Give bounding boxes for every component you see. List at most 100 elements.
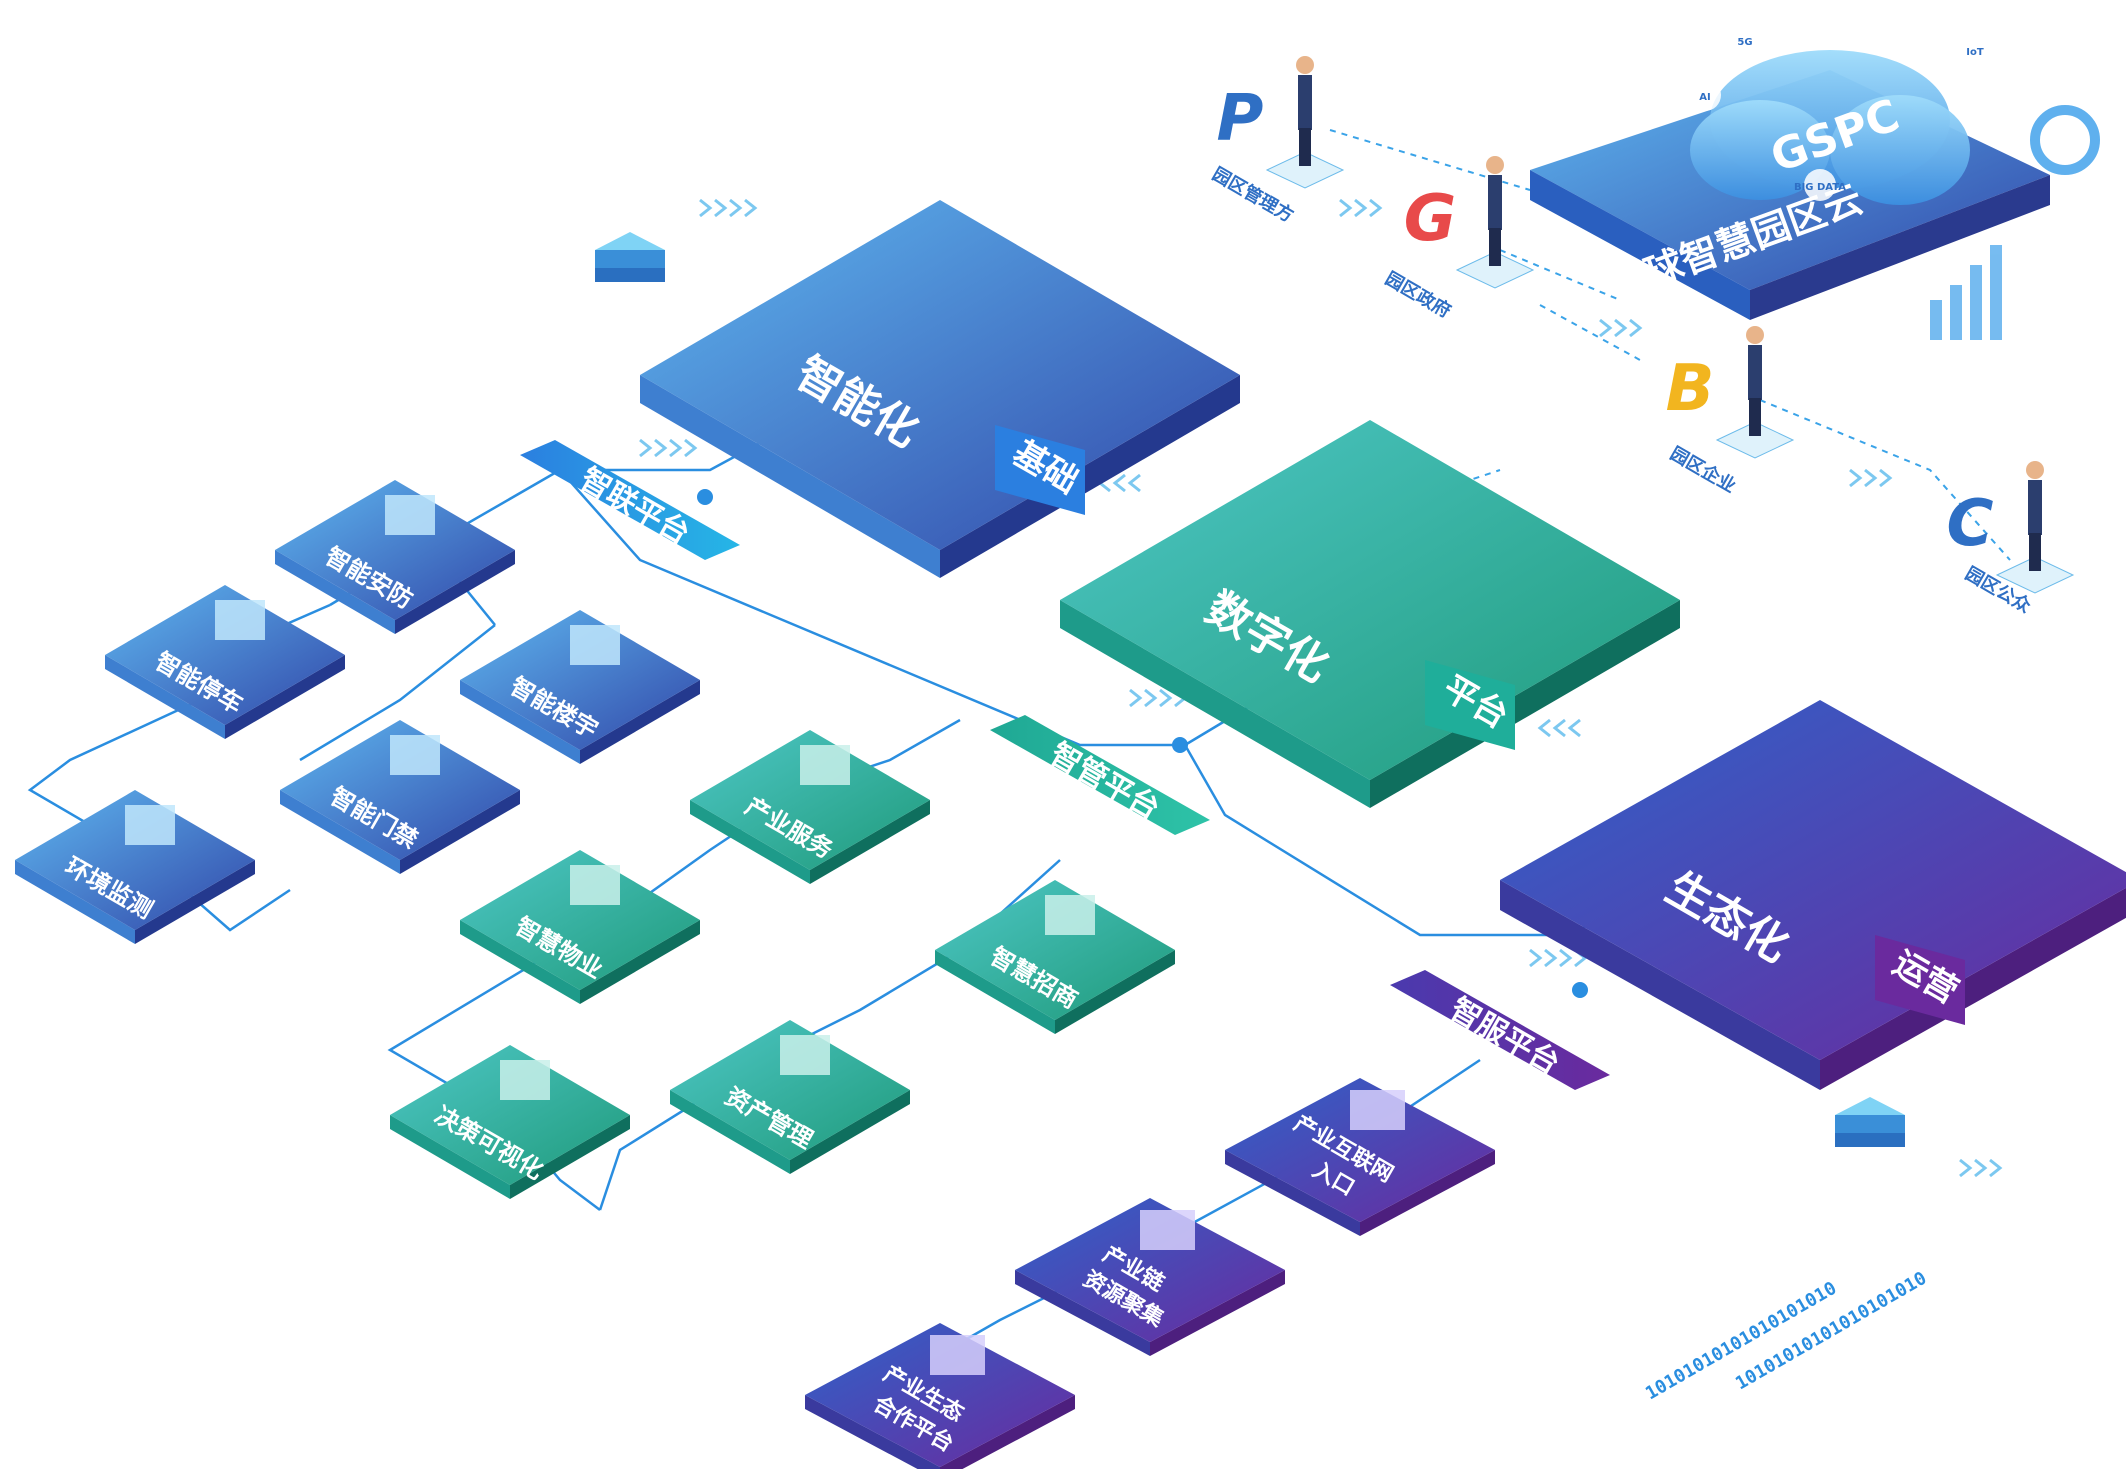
service-tile-2-icon (930, 1335, 985, 1375)
platform-1: 智管平台 (990, 715, 1210, 835)
left-tile-2 (460, 610, 700, 764)
cloud-tag-2: IoT (1966, 47, 1984, 58)
mid-tile-0-top (690, 730, 930, 870)
left-tile-0-left (275, 550, 395, 634)
donut-icon (2030, 105, 2100, 175)
mid-tile-3-right (510, 1115, 630, 1199)
left-tile-4-left (280, 790, 400, 874)
server-icon (1835, 1097, 1905, 1147)
role-pedestal (1265, 151, 1345, 189)
main-tile-intelligent (640, 200, 1240, 578)
service-tile-2-right (940, 1395, 1075, 1473)
left-tile-1-right (225, 655, 345, 739)
service-tile-0-top (1225, 1078, 1495, 1222)
mid-tile-4 (670, 1020, 910, 1174)
cloud-tags: 5G AI IoT BIG DATA (1689, 24, 1991, 201)
role-person-body (1298, 75, 1312, 130)
mid-tile-2 (935, 880, 1175, 1034)
mid-tile-2-top (935, 880, 1175, 1020)
role-person-legs (1749, 398, 1761, 436)
main-tile-ecosystem-right (1820, 887, 2126, 1090)
role-person-body (1488, 175, 1502, 230)
cloud-tag-dot (1689, 79, 1721, 111)
left-tile-3-top (15, 790, 255, 930)
role-1-letter: G (1404, 182, 1457, 256)
service-tile-0-left (1225, 1150, 1360, 1236)
main-tile-intelligent-right (940, 375, 1240, 578)
cloud-tag-dot (1959, 34, 1991, 66)
mid-tile-0-right (810, 800, 930, 884)
role-person-head (1746, 326, 1764, 344)
service-tile-0 (1225, 1078, 1495, 1236)
mid-tile-3-icon (500, 1060, 550, 1100)
left-tile-3-right (135, 860, 255, 944)
platform-1-label: 智管平台 (1044, 737, 1165, 827)
role-pedestal (1715, 421, 1795, 459)
platform-plate (520, 440, 740, 560)
service-tile-2-left (805, 1395, 940, 1473)
service-tile-2-top (805, 1323, 1075, 1467)
mid-tile-3-left (390, 1115, 510, 1199)
mid-tile-1-top (460, 850, 700, 990)
small-tiles: 智能安防智能停车智能楼宇环境监测智能门禁产业服务智慧物业智慧招商决策可视化资产管… (15, 480, 1175, 1199)
left-tile-0-icon (385, 495, 435, 535)
mid-tile-2-right (1055, 950, 1175, 1034)
role-pedestal (1995, 556, 2075, 594)
left-tile-1-left (105, 655, 225, 739)
service-tile-1-right (1150, 1270, 1285, 1356)
main-tile-digital-right (1370, 600, 1680, 808)
cloud-tag-dot (1729, 24, 1761, 56)
role-person-head (1486, 156, 1504, 174)
mid-tile-0 (690, 730, 930, 884)
main-tile-ecosystem-left (1500, 880, 1820, 1090)
role-person-legs (1489, 228, 1501, 266)
service-tile-1-top (1015, 1198, 1285, 1342)
service-tile-1-left (1015, 1270, 1150, 1356)
platform-2-label: 智服平台 (1444, 992, 1565, 1082)
mid-tile-3 (390, 1045, 630, 1199)
left-tile-4-icon (390, 735, 440, 775)
tag-box (1425, 660, 1515, 750)
main-tile-digital (1060, 420, 1680, 808)
left-tile-4-top (280, 720, 520, 860)
role-1-label: 园区政府 (1381, 267, 1454, 322)
cloud-tag-dot (1804, 169, 1836, 201)
left-tile-4-right (400, 790, 520, 874)
tag-box (995, 425, 1085, 515)
mid-tile-4-top (670, 1020, 910, 1160)
service-tile-1 (1015, 1198, 1285, 1356)
cloud-tag-3: BIG DATA (1794, 182, 1846, 193)
left-tile-0 (275, 480, 515, 634)
cloud-tag-0: 5G (1737, 37, 1752, 48)
cloud-bar-icon (1930, 245, 2002, 340)
mid-tile-1 (460, 850, 700, 1004)
service-tile-0-icon (1350, 1090, 1405, 1130)
role-1: G 园区政府 (1381, 156, 1535, 322)
left-tile-3-icon (125, 805, 175, 845)
platform-plate (1390, 970, 1610, 1090)
left-tile-0-right (395, 550, 515, 634)
mid-tile-0-left (690, 800, 810, 884)
mid-tile-1-icon (570, 865, 620, 905)
mid-tile-3-top (390, 1045, 630, 1185)
left-tile-1 (105, 585, 345, 739)
cloud-tag-1: AI (1699, 92, 1710, 103)
role-0-letter: P (1217, 82, 1264, 156)
role-2-letter: B (1666, 352, 1715, 426)
left-tile-1-top (105, 585, 345, 725)
main-tile-intelligent-top (640, 200, 1240, 550)
role-2-label: 园区企业 (1666, 442, 1739, 497)
server-icon (595, 232, 665, 282)
mid-tile-1-left (460, 920, 580, 1004)
main-tile-digital-top (1060, 420, 1680, 780)
mid-tile-2-left (935, 950, 1055, 1034)
service-tile-0-right (1360, 1150, 1495, 1236)
role-person-body (2028, 480, 2042, 535)
